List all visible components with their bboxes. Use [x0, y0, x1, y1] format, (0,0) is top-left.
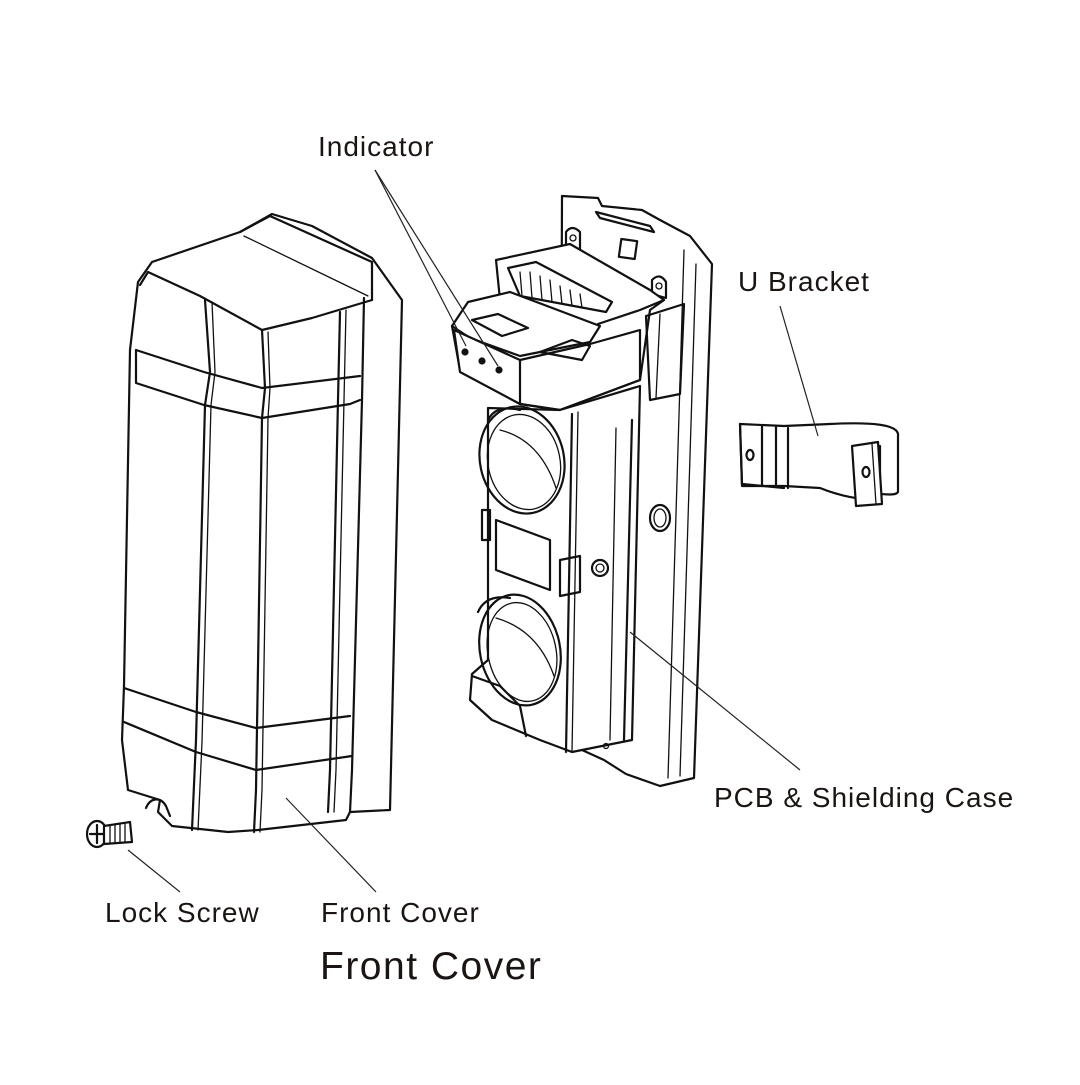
- indicator-led-1: [461, 348, 469, 356]
- pcb-leader: [629, 631, 801, 771]
- figure-caption: Front Cover: [320, 945, 543, 988]
- u-bracket-leader: [779, 305, 819, 437]
- indicator-leader-2: [374, 169, 499, 367]
- lock-screw-label: Lock Screw: [105, 897, 260, 928]
- pcb-shielding-case-part: [450, 194, 714, 788]
- lock-screw-part: [85, 819, 134, 849]
- indicator-label: Indicator: [318, 131, 435, 162]
- front-cover-part: [120, 212, 404, 834]
- indicator-leader-1: [374, 169, 467, 347]
- u-bracket-label: U Bracket: [738, 266, 870, 297]
- front-cover-leader: [285, 797, 377, 893]
- indicator-led-2: [478, 357, 486, 365]
- front-cover-label: Front Cover: [321, 897, 480, 928]
- u-bracket-part: [738, 422, 900, 508]
- pcb-shielding-case-label: PCB & Shielding Case: [714, 782, 1015, 813]
- indicator-led-3: [495, 366, 503, 374]
- lock-screw-leader: [127, 849, 181, 893]
